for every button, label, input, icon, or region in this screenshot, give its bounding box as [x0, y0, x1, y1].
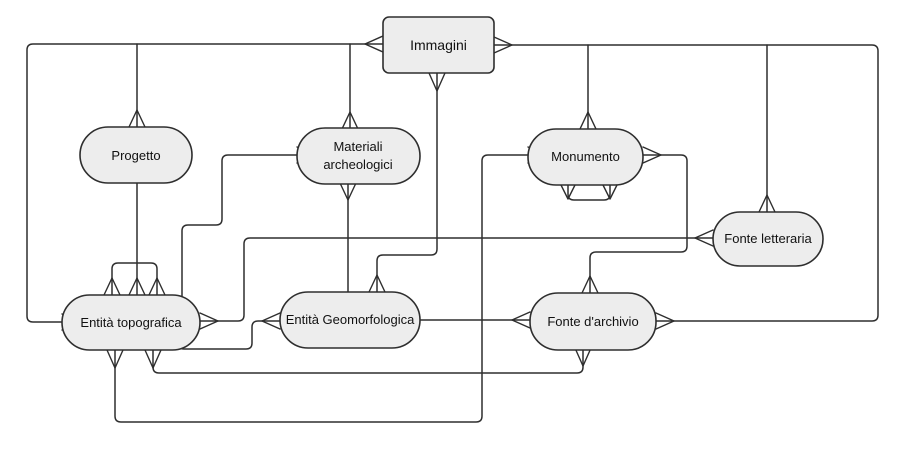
crowfoot-topografica-top-middle — [128, 277, 146, 296]
entity-progetto[interactable]: Progetto — [79, 126, 193, 184]
entity-materiali-archeologici-label-line2: archeologici — [323, 157, 392, 172]
entity-fonte-archivio[interactable]: Fonte d'archivio — [529, 292, 657, 351]
connector-immagini-geomorfologica — [376, 72, 438, 293]
entity-monumento[interactable]: Monumento — [527, 128, 644, 186]
entity-monumento-label: Monumento — [551, 149, 620, 164]
crowfoot-monumento-right — [642, 146, 662, 164]
entity-immagini-shape[interactable] — [382, 16, 495, 74]
crowfoot-archivio-left — [511, 311, 531, 329]
entity-immagini-label: Immagini — [410, 37, 467, 53]
crowfoot-topografica-loop-left — [103, 277, 121, 296]
crowfoot-topografica-loop-right — [148, 277, 166, 296]
crowfoot-immagini-left — [364, 35, 384, 53]
crowfoot-geomorfologica-top — [368, 274, 386, 293]
connector-immagini-archivio — [493, 44, 879, 322]
connector-materiali-topografica — [181, 154, 298, 299]
connector-monumento-self-loop — [567, 184, 611, 201]
crowfoot-immagini-bottom — [428, 72, 446, 92]
entity-fonte-letteraria[interactable]: Fonte letteraria — [712, 211, 824, 267]
crowfoot-topografica-bottom-left — [106, 349, 124, 369]
entity-fonte-letteraria-shape[interactable] — [712, 211, 824, 267]
entity-entita-topografica-shape[interactable] — [61, 294, 201, 351]
crowfoot-progetto-top — [128, 109, 146, 128]
connector-immagini-topografica — [26, 43, 384, 323]
crowfoot-archivio-top — [581, 275, 599, 294]
crowfoot-monumento-loop-right — [602, 184, 618, 200]
crowfoot-geomorfologica-left — [261, 312, 281, 330]
entity-entita-topografica[interactable]: Entità topografica — [61, 294, 201, 351]
entity-entita-geomorfologica-label: Entità Geomorfologica — [286, 312, 415, 327]
entity-progetto-label: Progetto — [111, 148, 160, 163]
connector-topografica-letteraria — [199, 237, 714, 322]
crowfoot-monumento-loop-left — [560, 184, 576, 200]
connector-monumento-archivio — [589, 154, 688, 294]
connector-topografica-self-loop — [111, 262, 158, 296]
entity-entita-topografica-label: Entità topografica — [80, 315, 182, 330]
crowfoot-immagini-right — [493, 36, 513, 54]
entity-fonte-archivio-label: Fonte d'archivio — [547, 314, 638, 329]
connector-topografica-archivio — [152, 347, 584, 374]
entity-fonte-archivio-shape[interactable] — [529, 292, 657, 351]
crowfoot-archivio-bottom — [574, 347, 592, 367]
crowfoot-letteraria-left — [694, 229, 714, 247]
crowfoot-letteraria-top — [758, 194, 776, 213]
crowfoot-materiali-bottom — [339, 182, 357, 201]
entity-immagini[interactable]: Immagini — [382, 16, 495, 74]
entity-materiali-archeologici-label-line1: Materiali — [333, 139, 382, 154]
crowfoot-archivio-right — [655, 312, 675, 330]
crowfoot-materiali-top — [341, 111, 359, 130]
entity-fonte-letteraria-label: Fonte letteraria — [724, 231, 812, 246]
crowfoot-topografica-bottom-right — [144, 349, 162, 369]
entity-materiali-archeologici-shape[interactable] — [296, 127, 421, 185]
crowfoot-topografica-right — [199, 312, 219, 330]
entity-entita-geomorfologica-shape[interactable] — [279, 291, 421, 349]
crowfoot-monumento-top — [579, 111, 597, 130]
entity-materiali-archeologici[interactable]: Materiali archeologici — [296, 127, 421, 185]
entity-monumento-shape[interactable] — [527, 128, 644, 186]
entity-progetto-shape[interactable] — [79, 126, 193, 184]
connector-monumento-topografica — [114, 154, 529, 423]
entity-entita-geomorfologica[interactable]: Entità Geomorfologica — [279, 291, 421, 349]
